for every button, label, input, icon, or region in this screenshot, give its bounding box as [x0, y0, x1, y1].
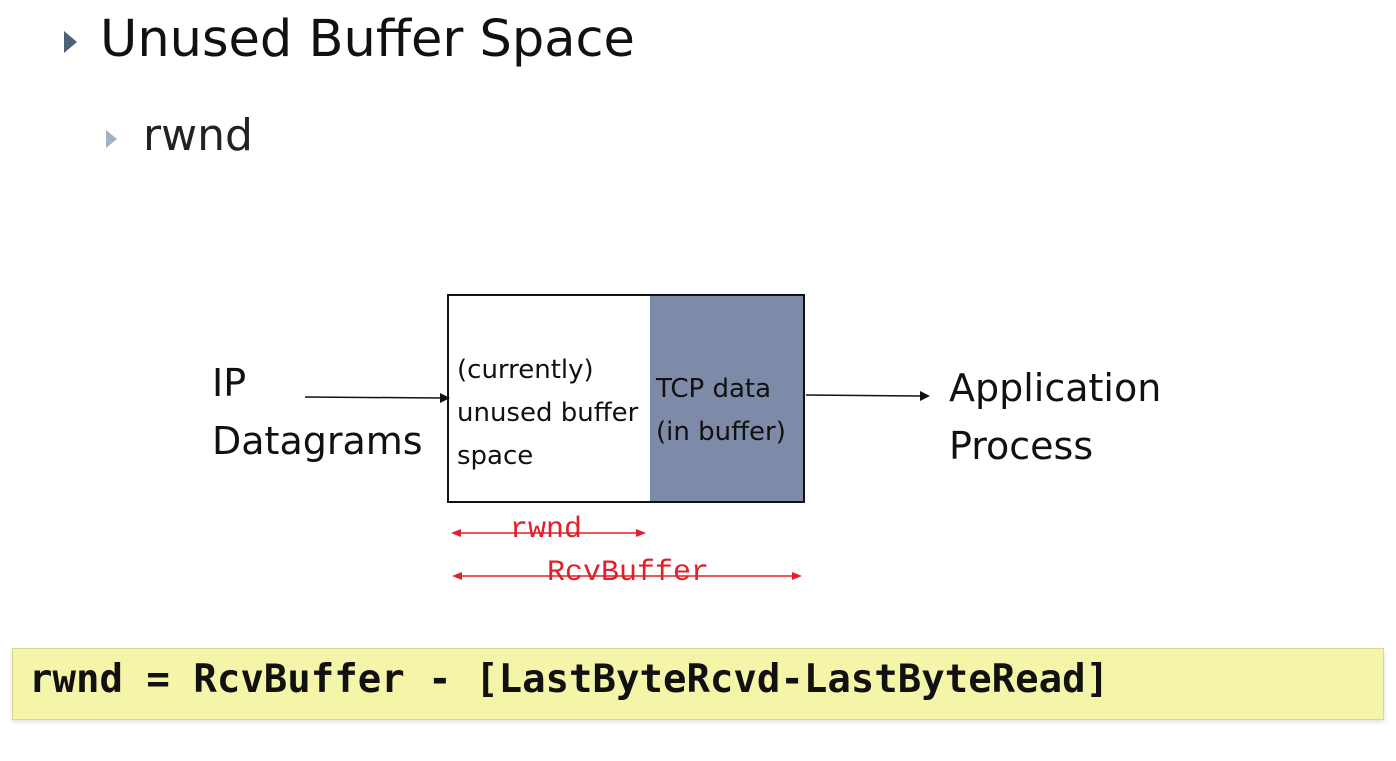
slide-heading: Unused Buffer Space — [100, 10, 635, 69]
input-arrow-line — [304, 396, 442, 399]
unused-space-text-line-3: space — [457, 441, 534, 471]
rwnd-span-left-head — [451, 529, 461, 537]
unused-space-text: (currently) unused buffer space — [457, 349, 638, 478]
heading-bullet-icon — [64, 31, 77, 53]
tcp-data-text-line-2: (in buffer) — [656, 417, 786, 447]
output-arrow-line — [805, 394, 922, 397]
application-process-label-line-2: Process — [949, 424, 1094, 468]
unused-space-text-line-2: unused buffer — [457, 398, 639, 428]
formula-text: rwnd = RcvBuffer - [LastByteRcvd-LastByt… — [29, 657, 1110, 702]
rcvbuffer-span-label: RcvBuffer — [547, 556, 710, 590]
rcvbuffer-span-left-head — [452, 572, 462, 580]
tcp-data-region — [650, 296, 803, 501]
ip-datagrams-label-line-2: Datagrams — [212, 419, 423, 463]
rcvbuffer-span-right-head — [792, 572, 802, 580]
input-arrow-head — [440, 393, 450, 403]
receive-buffer-box: (currently) unused buffer space TCP data… — [447, 294, 805, 503]
slide-subheading: rwnd — [143, 110, 253, 161]
output-arrow-head — [920, 391, 930, 401]
formula-box: rwnd = RcvBuffer - [LastByteRcvd-LastByt… — [12, 648, 1384, 720]
application-process-label-line-1: Application — [949, 366, 1162, 410]
tcp-data-text: TCP data (in buffer) — [656, 368, 786, 454]
application-process-label: Application Process — [949, 359, 1161, 475]
tcp-data-text-line-1: TCP data — [656, 374, 772, 404]
ip-datagrams-label: IP Datagrams — [212, 354, 423, 470]
rwnd-span-label: rwnd — [510, 513, 583, 547]
unused-space-text-line-1: (currently) — [457, 355, 594, 385]
ip-datagrams-label-line-1: IP — [212, 361, 247, 405]
rwnd-span-right-head — [636, 529, 646, 537]
subheading-bullet-icon — [106, 130, 117, 148]
